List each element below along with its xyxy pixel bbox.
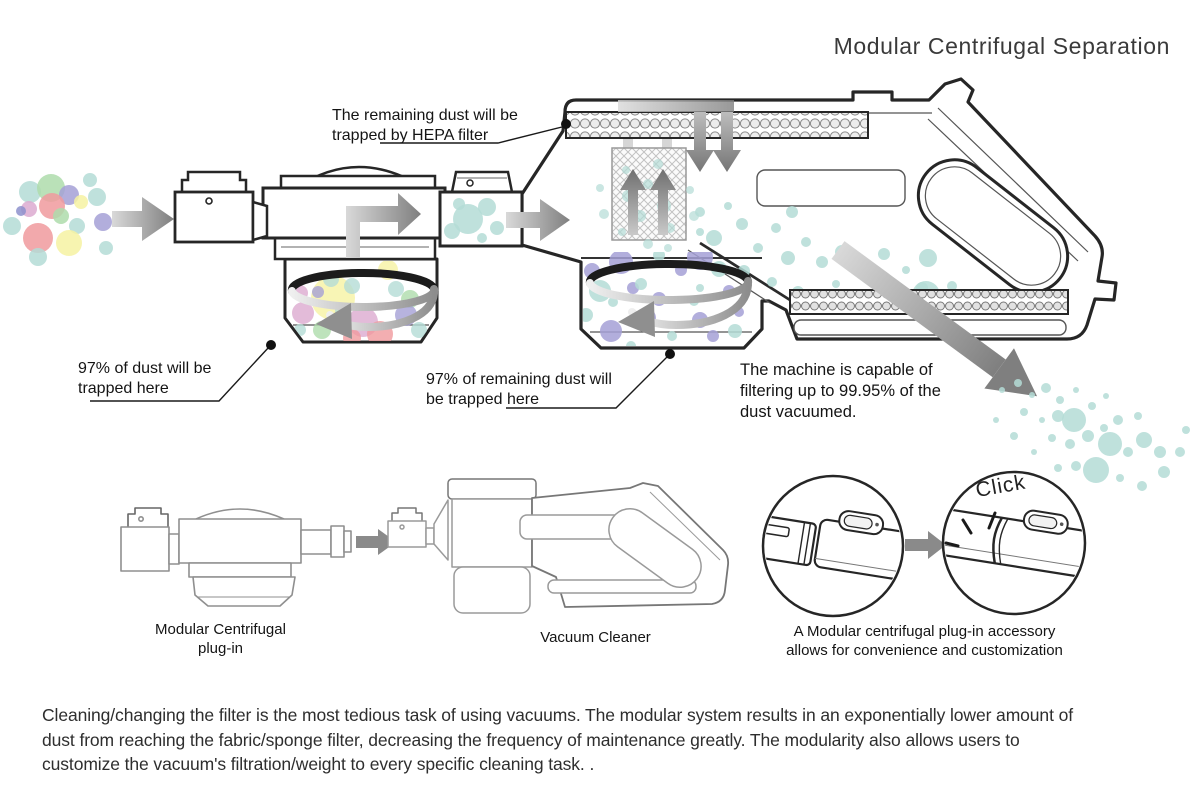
handle-cutout [916, 158, 1070, 294]
inlet-arrow [112, 197, 174, 241]
capability-label: The machine is capable of filtering up t… [740, 361, 941, 422]
connector-arrow [506, 199, 570, 241]
detail-circle-attach [761, 474, 905, 618]
click-emphasis-marks [944, 511, 997, 548]
airflow-down-arrows [686, 112, 741, 172]
sketch-arrow [356, 529, 396, 555]
plugin-unit [173, 165, 447, 261]
dust-cloud [3, 173, 113, 266]
page-title: Modular Centrifugal Separation [833, 33, 1170, 59]
vacuum-caption: Vacuum Cleaner [540, 629, 651, 646]
airflow-up-arrows [620, 169, 676, 235]
plugin-caption: Modular Centrifugal plug-in [155, 621, 286, 658]
leader-lines [90, 119, 675, 409]
dust-spiral-1 [287, 268, 439, 339]
description-paragraph: Cleaning/changing the filter is the most… [42, 705, 1073, 774]
dust-spiral-2 [585, 259, 753, 337]
plugin-sketch [120, 507, 352, 607]
detail-circle-click [941, 470, 1087, 616]
accessory-caption: A Modular centrifugal plug-in accessory … [786, 623, 1063, 660]
hepa-label: The remaining dust will be trapped by HE… [332, 107, 518, 145]
vacuum-sketch [387, 478, 730, 614]
inner-panel [756, 169, 906, 207]
exhaust-spray [993, 379, 1190, 491]
hepa-filter-strip [565, 111, 869, 139]
cyclone-cup-1 [283, 257, 439, 344]
detail-arrow [905, 531, 946, 559]
connector-duct [438, 170, 570, 248]
stage1-label: 97% of dust will be trapped here [78, 360, 212, 398]
filter-column [596, 147, 699, 252]
dust-particles-connector [444, 198, 504, 243]
cyclone-cup-2 [583, 252, 753, 346]
stage2-label: 97% of remaining dust will be trapped he… [426, 371, 612, 409]
exhaust-arrow [831, 241, 1038, 397]
airflow-bend-arrow [346, 193, 421, 258]
